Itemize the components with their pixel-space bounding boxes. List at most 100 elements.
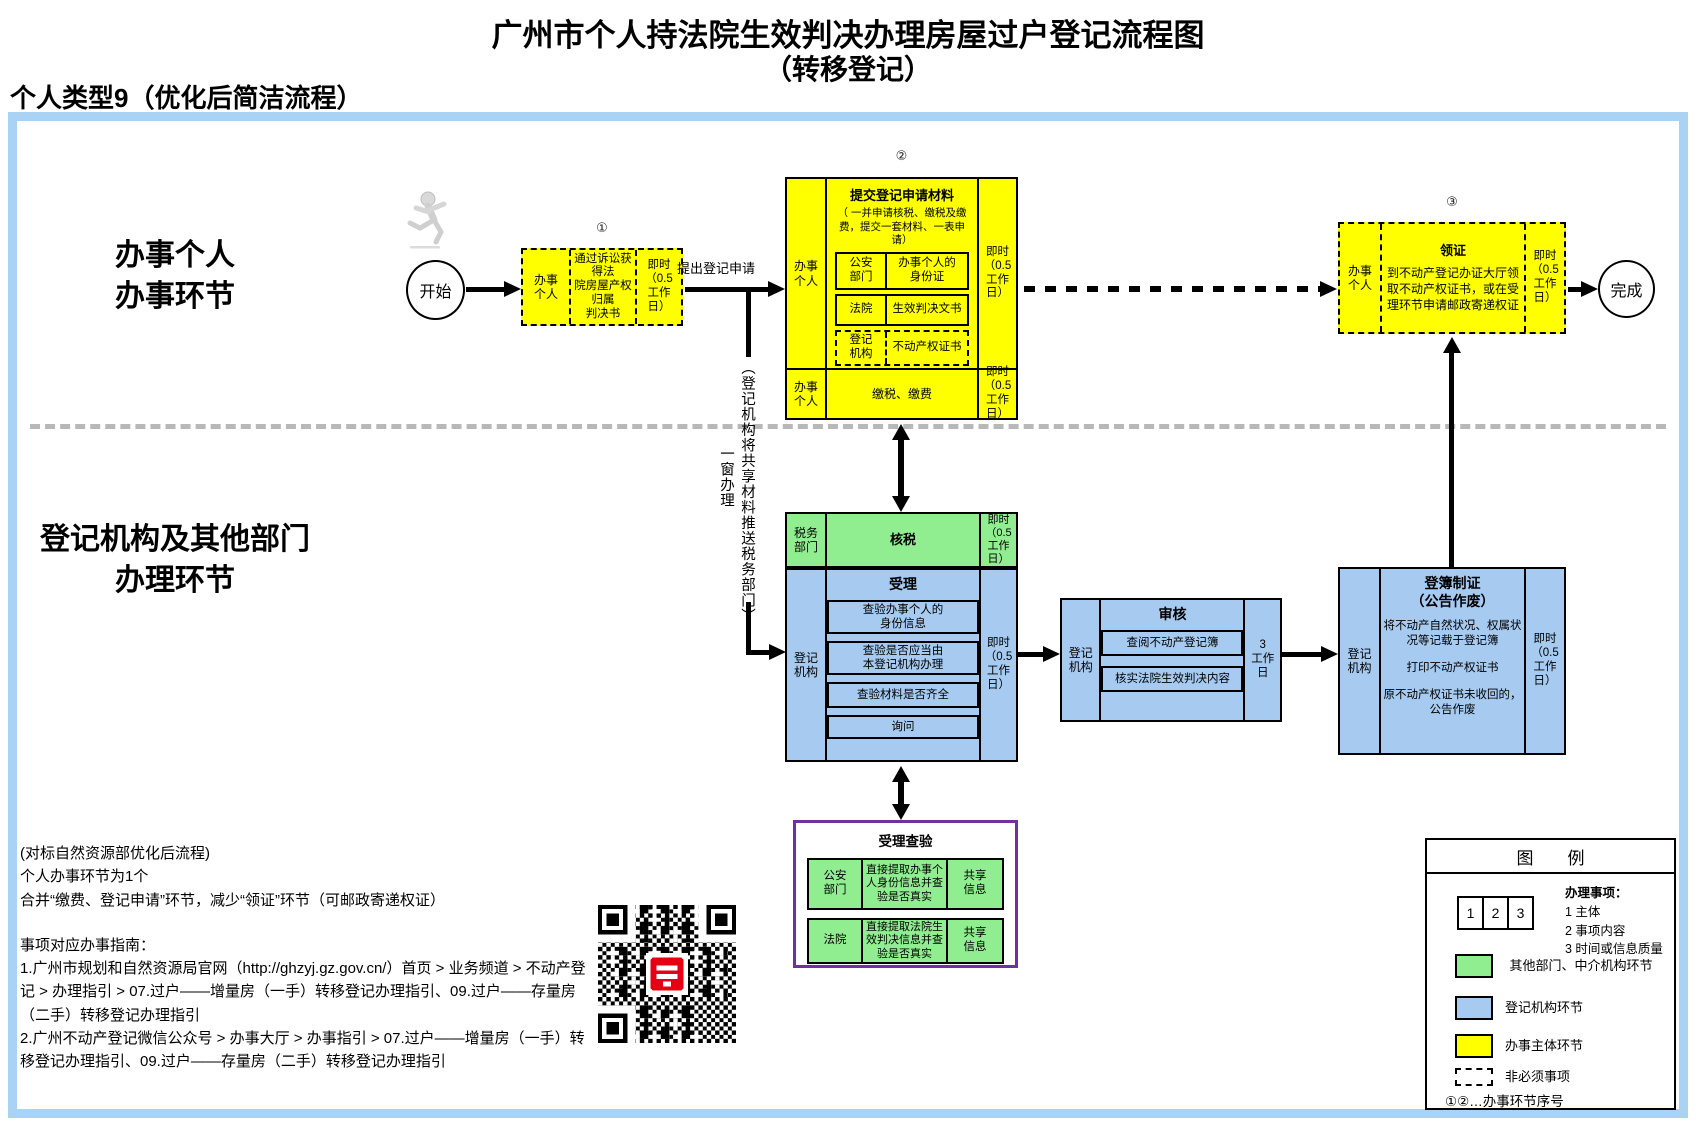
arrow-review-record-shaft bbox=[1282, 652, 1322, 657]
arrow-record-step3-shaft bbox=[1449, 352, 1454, 567]
lane-bottom-line1: 登记机构及其他部门 bbox=[40, 523, 310, 556]
legend-title: 图 例 bbox=[1427, 840, 1674, 874]
lane-top-line2: 办事环节 bbox=[115, 279, 235, 313]
guide-item: 2.广州不动产登记微信公众号 > 办事大厅 > 办事指引 > 07.过户——增量… bbox=[20, 1029, 585, 1070]
verify-item: 直接提取法院生 效判决信息并查 验是否真实 bbox=[866, 921, 943, 960]
start-node: 开始 bbox=[406, 260, 465, 320]
arrow-accept-verify-down-head bbox=[892, 804, 910, 820]
accept-item: 询问 bbox=[827, 715, 979, 740]
step1-actor: 办事 个人 bbox=[533, 272, 558, 301]
legend-label: 其他部门、中介机构环节 bbox=[1509, 957, 1653, 973]
verify-org: 法院 bbox=[809, 920, 863, 962]
step2-note: （ 一并申请核税、缴税及缴费，提交一套材料、一表申请） bbox=[837, 207, 967, 247]
legend-swatch-dashed bbox=[1455, 1068, 1493, 1086]
record-title: 登簿制证 （公告作废） bbox=[1410, 575, 1495, 610]
step2-time: 即时 （0.5 工作 日） bbox=[983, 245, 1012, 300]
legend-sample-1: 1 bbox=[1457, 896, 1484, 930]
arrow-step2-step3-dotted-shaft bbox=[1024, 286, 1320, 292]
step2-top-section: 办事 个人 提交登记申请材料 （ 一并申请核税、缴税及缴费，提交一套材料、一表申… bbox=[787, 179, 1016, 368]
material-item: 不动产权证书 bbox=[892, 341, 962, 354]
lane-divider bbox=[30, 424, 1666, 429]
arrow-accept-review-shaft bbox=[1018, 652, 1044, 657]
legend-entry-registry: 登记机构环节 bbox=[1455, 996, 1583, 1020]
material-item: 办事个人的 身份证 bbox=[898, 257, 956, 283]
step3-content: 到不动产登记办证大厅领取不动产权证书，或在受理环节申请邮政寄递权证 bbox=[1387, 266, 1520, 312]
submit-application-label: 提出登记申请 bbox=[676, 261, 755, 276]
accept-main: 受理 查验办事个人的 身份信息 查验是否应当由 本登记机构办理 查验材料是否齐全… bbox=[825, 570, 979, 760]
arrow-pay-tax-up-head bbox=[892, 424, 910, 440]
verify-item: 直接提取办事个 人身份信息并查 验是否真实 bbox=[866, 864, 943, 903]
note-line: (对标自然资源部优化后流程) bbox=[20, 845, 210, 862]
step2-pay-content: 缴税、缴费 bbox=[825, 370, 979, 418]
finish-node: 完成 bbox=[1598, 260, 1655, 318]
legend-seq-note: ①②…办事环节序号 bbox=[1445, 1094, 1564, 1109]
legend-sample-item: 3 时间或信息质量 bbox=[1565, 942, 1663, 957]
review-item: 核实法院生效判决内容 bbox=[1101, 666, 1244, 693]
arrow-record-step3-head bbox=[1443, 337, 1461, 353]
lane-top-line1: 办事个人 bbox=[115, 239, 235, 272]
legend-sample-item: 1 主体 bbox=[1565, 904, 1601, 919]
arrow-accept-review-head bbox=[1043, 646, 1060, 662]
review-org: 登记 机构 bbox=[1068, 645, 1093, 674]
arrow-start-step1-head bbox=[504, 281, 521, 297]
step3-seq: ③ bbox=[1446, 194, 1458, 209]
legend-sample-boxes: 1 2 3 bbox=[1457, 896, 1534, 930]
record-org: 登记 机构 bbox=[1347, 646, 1372, 675]
legend-sample-caption: 办理事项： bbox=[1565, 886, 1628, 900]
legend-entry-other-dept: 其他部门、中介机构环节 bbox=[1455, 954, 1657, 978]
verify-row-court: 法院 直接提取法院生 效判决信息并查 验是否真实 共享 信息 bbox=[807, 918, 1004, 964]
page-title-line1: 广州市个人持法院生效判决办理房屋过户登记流程图 bbox=[491, 18, 1205, 53]
review-title: 审核 bbox=[1158, 606, 1187, 622]
guide-title: 事项对应办事指南： bbox=[20, 936, 156, 954]
accept-item: 查验是否应当由 本登记机构办理 bbox=[827, 641, 979, 676]
step1-box: 办事 个人 通过诉讼获得法 院房屋产权归属 判决书 即时 （0.5 工作 日） bbox=[521, 248, 683, 326]
connector-elbow-shaft bbox=[746, 650, 770, 655]
verify-row-police: 公安 部门 直接提取办事个 人身份信息并查 验是否真实 共享 信息 bbox=[807, 858, 1004, 910]
legend-sample-2: 2 bbox=[1482, 896, 1509, 930]
material-org: 登记 机构 bbox=[837, 331, 887, 364]
arrow-accept-verify-up-head bbox=[892, 766, 910, 782]
arrow-pay-tax-down-head bbox=[892, 496, 910, 512]
verify-org: 公安 部门 bbox=[809, 860, 863, 908]
arrow-step1-step2-shaft bbox=[685, 287, 768, 292]
record-item: 将不动产自然状况、权属状 况等记载于登记簿 bbox=[1383, 620, 1522, 648]
arrow-step1-step2-head bbox=[768, 281, 785, 297]
tax-box: 税务 部门 核税 即时 （0.5 工作 日） bbox=[785, 512, 1018, 568]
accept-item: 查验材料是否齐全 bbox=[827, 682, 979, 709]
legend: 图 例 1 2 3 办理事项： 1 主体 2 事项内容 3 时间或信息质量 其他… bbox=[1425, 838, 1676, 1110]
arrow-step3-finish-head bbox=[1581, 281, 1598, 297]
step3-title: 领证 bbox=[1439, 242, 1466, 258]
material-row-court: 法院 生效判决文书 bbox=[835, 293, 969, 326]
tax-time: 即时 （0.5 工作 日） bbox=[979, 514, 1016, 566]
material-item: 生效判决文书 bbox=[892, 303, 962, 316]
step2-main: 提交登记申请材料 （ 一并申请核税、缴税及缴费，提交一套材料、一表申请） 公安 … bbox=[825, 179, 979, 368]
accept-item: 查验办事个人的 身份信息 bbox=[827, 600, 979, 635]
arrow-review-record-head bbox=[1321, 646, 1338, 662]
verify-share: 共享 信息 bbox=[946, 860, 1002, 908]
qr-code bbox=[598, 905, 736, 1043]
legend-entry-optional: 非必须事项 bbox=[1455, 1068, 1570, 1086]
record-item: 打印不动产权证书 bbox=[1406, 662, 1499, 675]
verify-box: 受理查验 公安 部门 直接提取办事个 人身份信息并查 验是否真实 共享 信息 法… bbox=[793, 820, 1018, 968]
record-item: 原不动产权证书未收回的， 公告作废 bbox=[1383, 689, 1522, 717]
accept-title: 受理 bbox=[889, 576, 917, 592]
note-line: 合并“缴费、登记申请”环节，减少“领证”环节（可邮政寄递权证） bbox=[20, 891, 445, 909]
accept-box: 登记 机构 受理 查验办事个人的 身份信息 查验是否应当由 本登记机构办理 查验… bbox=[785, 568, 1018, 762]
spacer bbox=[20, 912, 598, 934]
notes-block: (对标自然资源部优化后流程) 个人办事环节为1个 合并“缴费、登记申请”环节，减… bbox=[20, 842, 598, 1073]
material-org: 公安 部门 bbox=[837, 253, 887, 288]
verify-share: 共享 信息 bbox=[946, 920, 1002, 962]
connector-down-segment1 bbox=[746, 291, 751, 357]
tax-org: 税务 部门 bbox=[793, 525, 818, 554]
legend-sample-3: 3 bbox=[1507, 896, 1534, 930]
review-box: 登记 机构 审核 查阅不动产登记簿 核实法院生效判决内容 3 工作 日 bbox=[1060, 598, 1282, 722]
record-box: 登记 机构 登簿制证 （公告作废） 将不动产自然状况、权属状 况等记载于登记簿 … bbox=[1338, 567, 1566, 755]
material-org: 法院 bbox=[837, 295, 887, 324]
tax-title: 核税 bbox=[825, 514, 979, 566]
window-note-left: 一窗办理 bbox=[717, 446, 734, 508]
step3-box: 办事 个人 领证 到不动产登记办证大厅领取不动产权证书，或在受理环节申请邮政寄递… bbox=[1338, 222, 1566, 334]
record-main: 登簿制证 （公告作废） 将不动产自然状况、权属状 况等记载于登记簿 打印不动产权… bbox=[1379, 569, 1524, 753]
step2-box: 办事 个人 提交登记申请材料 （ 一并申请核税、缴税及缴费，提交一套材料、一表申… bbox=[785, 177, 1018, 420]
step1-seq: ① bbox=[596, 220, 608, 235]
step2-pay-time: 即时 （0.5 工作 日） bbox=[983, 366, 1012, 420]
